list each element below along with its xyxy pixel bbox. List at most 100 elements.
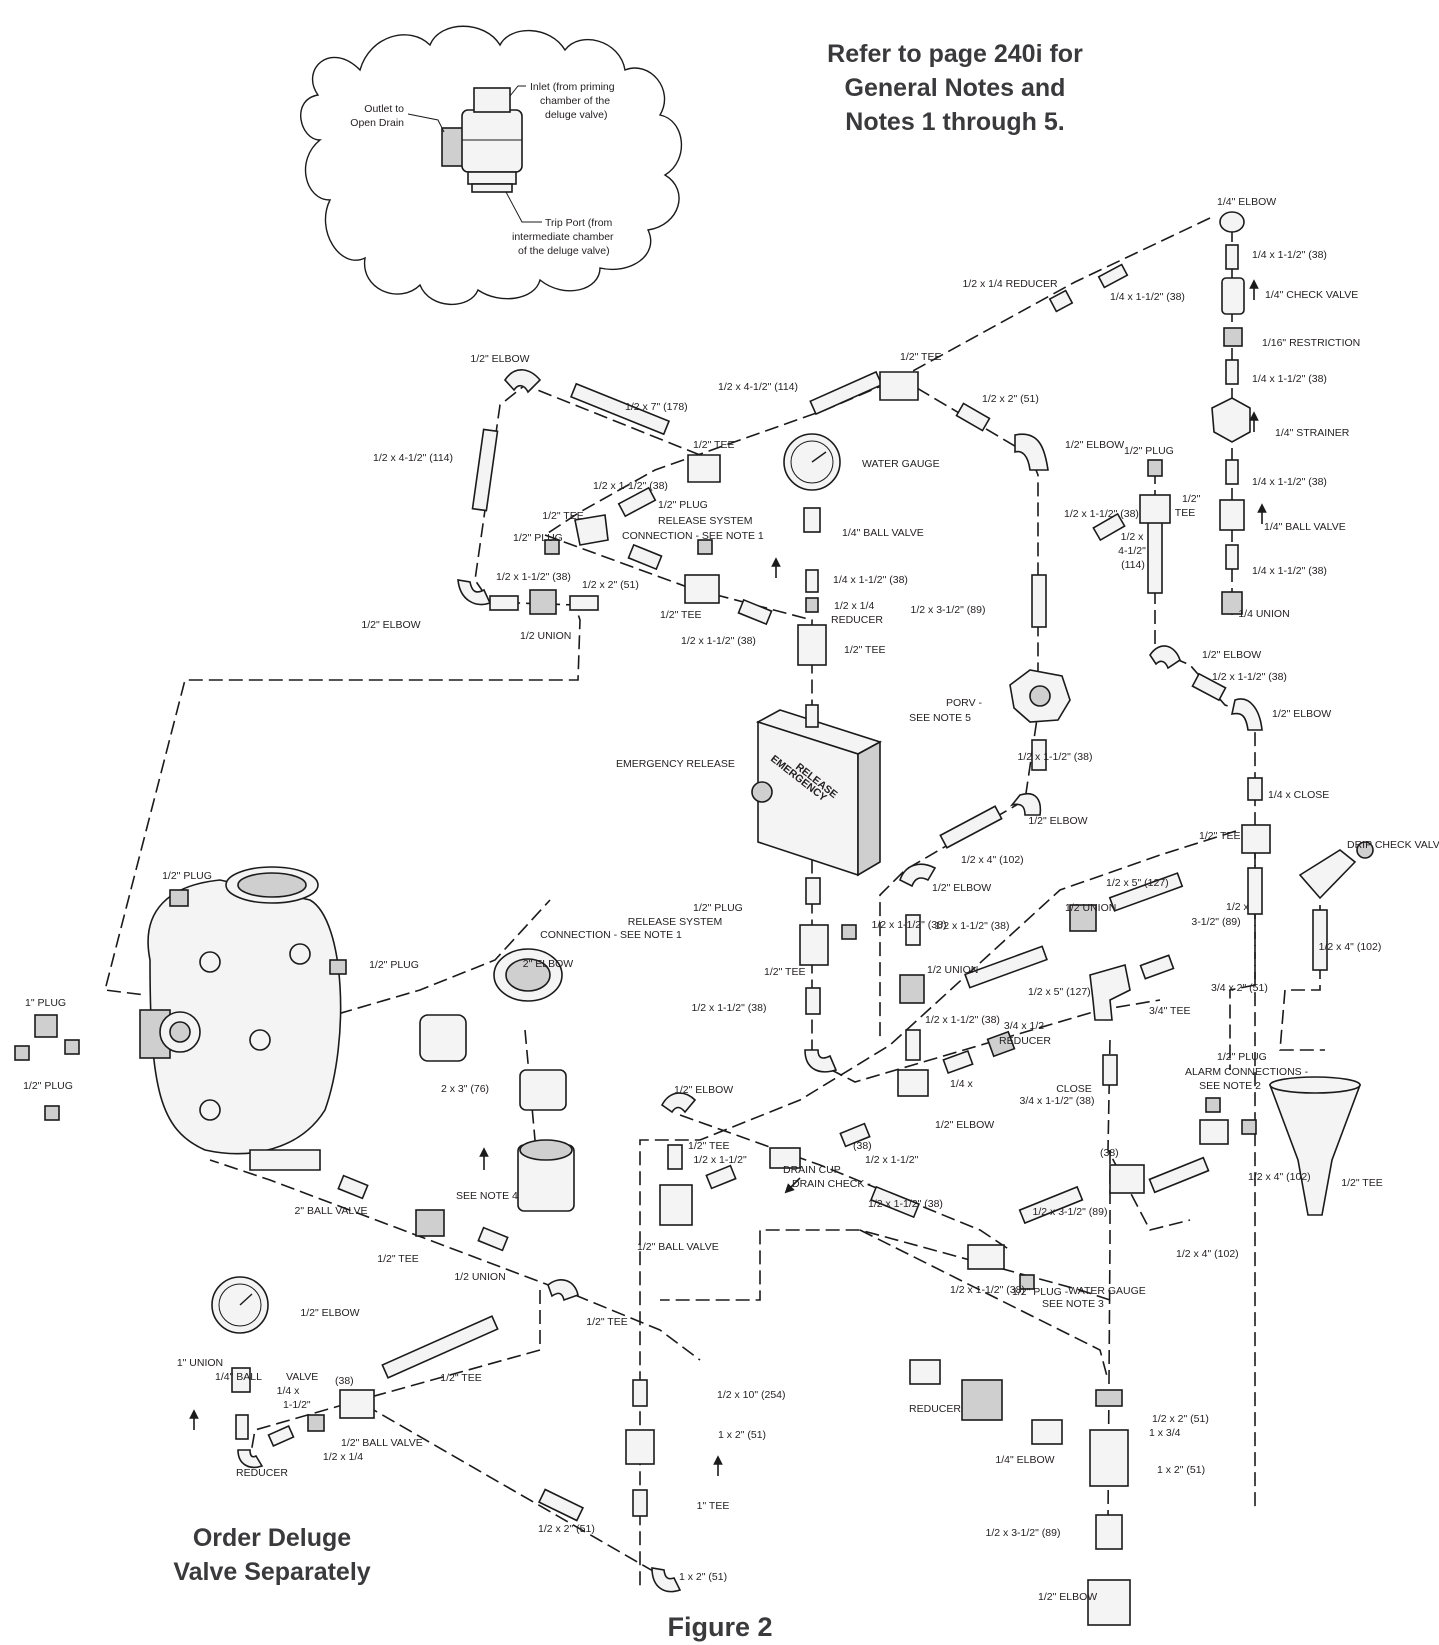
callout-label: 1/2 UNION [520, 630, 571, 642]
callout-label: RELEASE SYSTEM [628, 916, 723, 928]
nipple [939, 805, 1003, 849]
callout-label: CONNECTION - SEE NOTE 1 [540, 929, 682, 941]
nipple [627, 543, 663, 571]
nipple [1031, 574, 1047, 628]
nipple [617, 486, 657, 518]
nipple [1108, 872, 1184, 912]
nipple [235, 1414, 249, 1440]
callout-label: (38) [853, 1140, 872, 1152]
restriction [1223, 327, 1243, 347]
callout-label: 1/2" TEE [586, 1316, 627, 1328]
callout-label: 1/2 x 1-1/2" (38) [1018, 751, 1093, 763]
nipple [905, 1029, 921, 1061]
tee-half-inch [799, 924, 829, 966]
tee-half-inch [897, 1069, 929, 1097]
callout-label: 1/2 UNION [454, 1271, 505, 1283]
callout-label: 1 x 2" (51) [1157, 1464, 1205, 1476]
union-half-inch [415, 1209, 445, 1237]
callout-label: REDUCER [999, 1035, 1051, 1047]
callout-label: 1 x 2" (51) [718, 1429, 766, 1441]
callout-label: 1/2 x 3-1/2" (89) [1033, 1206, 1108, 1218]
nipple [569, 382, 671, 436]
callout-label: (114) [1121, 559, 1145, 571]
elbow-half-inch [651, 1567, 682, 1593]
elbow-half-inch [547, 1279, 579, 1302]
reducer-three-quarter [986, 1030, 1016, 1058]
nipple [1139, 954, 1175, 980]
nipple-two-inch [419, 1014, 467, 1062]
callout-label: 1/2" ELBOW [935, 1119, 994, 1131]
porv-valve [1009, 669, 1071, 723]
nipple [632, 1489, 648, 1517]
nipple [569, 595, 599, 611]
callout-label: 1/2 x 1/4 [323, 1451, 363, 1463]
callout-label: 1/2 x 4-1/2" (114) [718, 381, 798, 393]
callout-label: DRIP CHECK VALVE [1347, 839, 1439, 851]
callout-label: 1/4 x CLOSE [1268, 789, 1329, 801]
callout-label: REDUCER [236, 1467, 288, 1479]
nipple [667, 1144, 683, 1170]
callout-label: 1/4 x 1-1/2" (38) [1252, 249, 1327, 261]
nipple [1102, 1054, 1118, 1086]
callout-label: 1/2" BALL VALVE [341, 1437, 423, 1449]
union-half-inch [529, 589, 557, 615]
tee-one-inch [1089, 1429, 1129, 1487]
callout-label: 1/2 x 1-1/2" [693, 1154, 747, 1166]
emergency-release-box: EMERGENCY RELEASE [751, 709, 883, 877]
nipple [1018, 1185, 1084, 1225]
nipple [942, 1049, 974, 1075]
tee-half-inch [574, 514, 609, 546]
callout-label: 1/4" BALL VALVE [1264, 521, 1346, 533]
callout-label: 1/2 x 1-1/2" (38) [925, 1014, 1000, 1026]
callout-label: 1" UNION [177, 1357, 223, 1369]
nipple [805, 987, 821, 1015]
callout-label: 1/2 x 2" (51) [582, 579, 639, 591]
drain-cup [1268, 1084, 1362, 1216]
callout-label: 1 x 2" (51) [679, 1571, 727, 1583]
callout-label: 1/2" TEE [900, 351, 941, 363]
tee-three-quarter [1089, 963, 1131, 1021]
callout-label: DRAIN CUP [783, 1164, 841, 1176]
nipple [1191, 672, 1227, 702]
callout-label: 1/2" PLUG [1124, 445, 1174, 457]
callout-label: 1/2 x 4" (102) [1176, 1248, 1239, 1260]
check-valve [1221, 277, 1245, 315]
callout-label: 1/2 x 1-1/2" (38) [1212, 671, 1287, 683]
nipple [477, 1226, 509, 1252]
reducer [307, 1414, 325, 1432]
callout-label: 1/4" ELBOW [1217, 196, 1276, 208]
detail-outlet-label: Outlet to [364, 103, 404, 115]
plug [1019, 1274, 1035, 1290]
detail-inlet-label-3: deluge valve) [545, 109, 607, 121]
callout-label: 3/4 x 1-1/2" (38) [1020, 1095, 1095, 1107]
plug [64, 1039, 80, 1055]
nipple [805, 704, 819, 728]
tee-half-inch [1139, 494, 1171, 524]
callout-label: 1" TEE [697, 1500, 730, 1512]
callout-label: 1/2" [1182, 493, 1201, 505]
reducer [805, 597, 819, 613]
callout-label: 1/2" PLUG [658, 499, 708, 511]
callout-label: 1/2" ELBOW [1272, 708, 1331, 720]
detail-cloud: Outlet to Open Drain Inlet (from priming… [300, 25, 682, 306]
callout-label: PORV - [946, 697, 982, 709]
tee-half-inch [1199, 1119, 1229, 1145]
reducer-one-inch [1095, 1389, 1123, 1407]
callout-label: 3/4" TEE [1149, 1005, 1190, 1017]
callout-label: 1-1/2" [283, 1399, 311, 1411]
callout-label: SEE NOTE 4 [456, 1190, 518, 1202]
callout-label: 1/2 x 1-1/2" [865, 1154, 919, 1166]
callout-label: CLOSE [1056, 1083, 1092, 1095]
callout-label: 1/2 x 1-1/2" (38) [692, 1002, 767, 1014]
nipple-one-inch [1031, 1419, 1063, 1445]
callout-label: 1/2" TEE [688, 1140, 729, 1152]
fittings: EMERGENCY RELEASE [14, 211, 1374, 1626]
elbow-half-inch [1230, 698, 1263, 731]
callout-label: 1/2 x 3-1/2" (89) [986, 1527, 1061, 1539]
nipple [1031, 739, 1047, 771]
callout-label: 1/2" PLUG [693, 902, 743, 914]
callout-label: 1/4 UNION [1238, 608, 1289, 620]
callout-label: ALARM CONNECTIONS - [1185, 1066, 1309, 1078]
callout-label: 1/4" BALL [215, 1371, 262, 1383]
